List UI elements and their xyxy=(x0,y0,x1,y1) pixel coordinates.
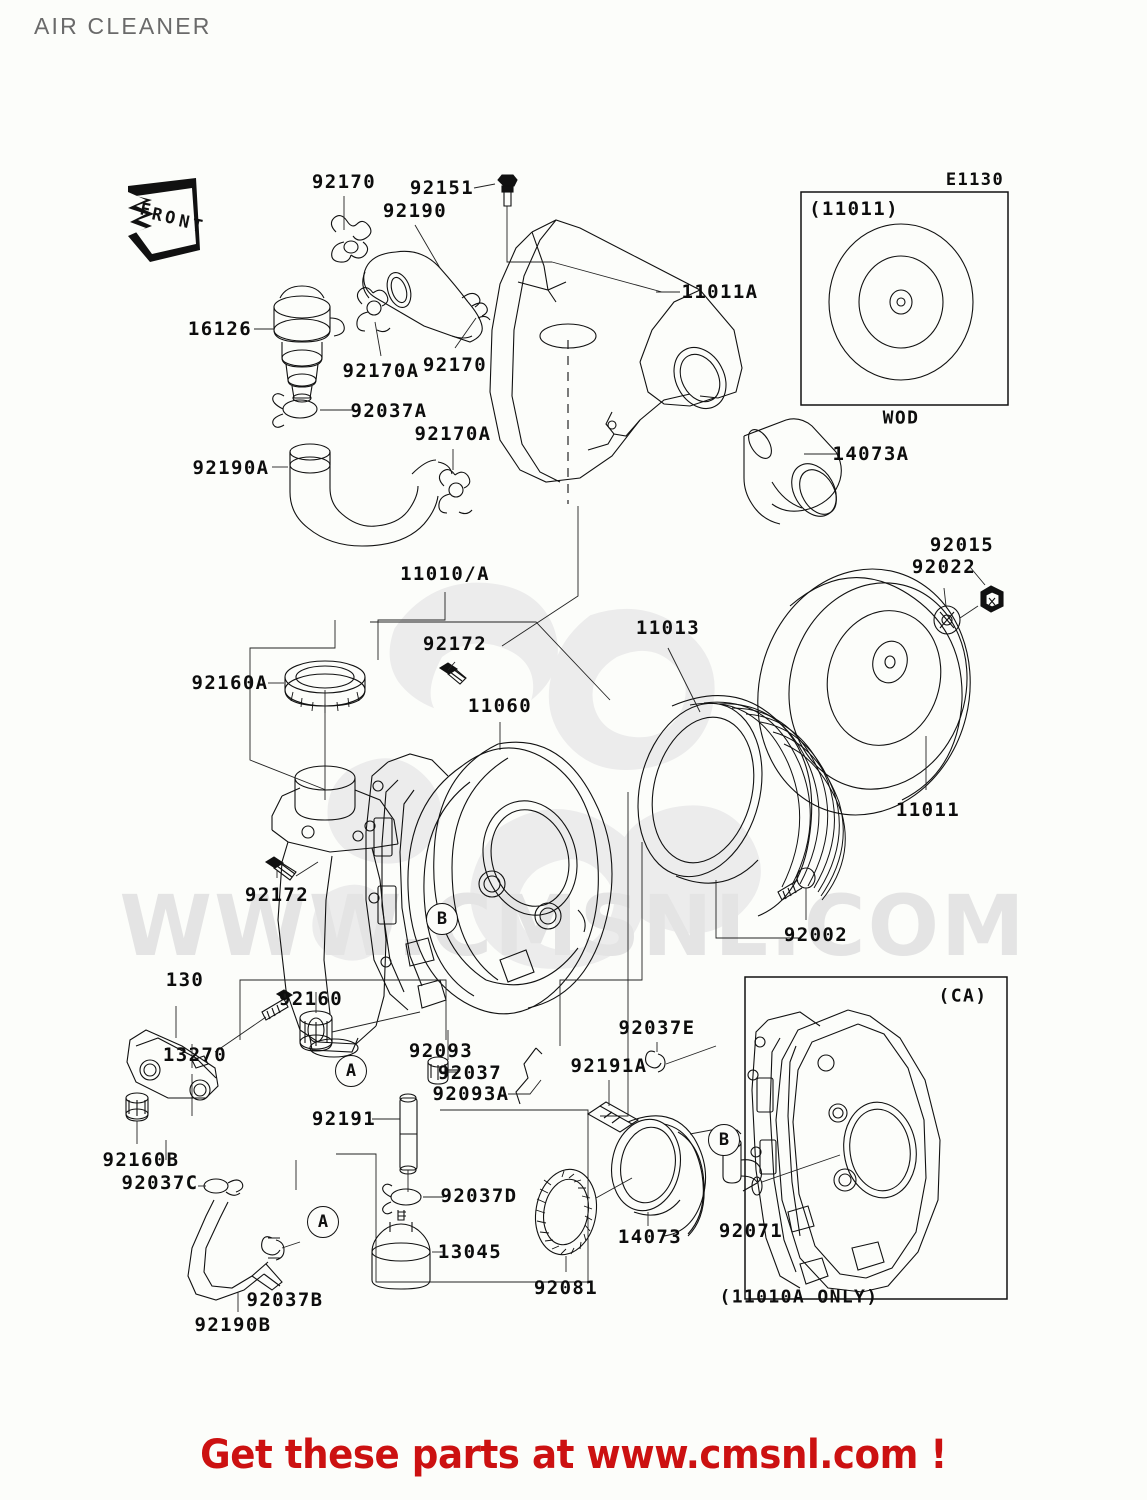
leader-11011A xyxy=(551,261,663,293)
callout-13045: 13045 xyxy=(437,1241,503,1263)
callout-92170: 92170 xyxy=(422,354,488,376)
ref-bubble-b-3: B xyxy=(708,1124,740,1156)
ref-bubble-a-0: A xyxy=(335,1055,367,1087)
callout-92037: 92037 xyxy=(437,1062,503,1084)
callout-92172: 92172 xyxy=(422,633,488,655)
callout-130: 130 xyxy=(165,969,205,991)
part-92170-clamp-top xyxy=(330,215,372,263)
callout-13270: 13270 xyxy=(162,1044,228,1066)
part-16126-valve xyxy=(273,285,345,403)
part-92037E-clip xyxy=(645,1050,666,1073)
part-92037A-grommet xyxy=(272,393,318,428)
part-130-screw xyxy=(261,989,294,1021)
part-92172-bolt-left xyxy=(264,856,297,881)
part-13045-canister xyxy=(371,1210,431,1290)
part-92081-ring xyxy=(534,1168,598,1256)
part-92191-tube xyxy=(399,1093,418,1175)
leader-lines xyxy=(165,506,800,1283)
callout-92190b: 92190B xyxy=(194,1314,272,1336)
front-direction-arrow: F R O N T xyxy=(128,178,204,262)
part-92151-screw xyxy=(497,174,518,207)
part-11013-element xyxy=(637,695,846,917)
callout-92037c: 92037C xyxy=(121,1172,199,1194)
callout-92037a: 92037A xyxy=(350,400,428,422)
svg-text:O: O xyxy=(163,207,177,229)
svg-text:F: F xyxy=(138,199,152,221)
callout-92015: 92015 xyxy=(929,534,995,556)
callout-92037e: 92037E xyxy=(618,1017,696,1039)
inset-part-11011: (11011) xyxy=(809,198,899,220)
part-92093-clip xyxy=(427,1056,458,1085)
inset-caption-wod: WOD xyxy=(882,407,920,429)
inset-bottom-right xyxy=(722,976,1008,1300)
parts-diagram: WWW.CMSNL.COM F R O N T xyxy=(119,174,1026,1312)
callout-92022: 92022 xyxy=(911,556,977,578)
part-92170A-clamp-mid xyxy=(356,287,391,333)
callout-92191a: 92191A xyxy=(570,1055,648,1077)
callout-92191: 92191 xyxy=(311,1108,377,1130)
callout-92190: 92190 xyxy=(382,200,448,222)
part-92015-nut xyxy=(980,585,1004,613)
callout-14073: 14073 xyxy=(617,1226,683,1248)
footer-promo: Get these parts at www.cmsnl.com ! xyxy=(200,1432,947,1478)
callout-92170a: 92170A xyxy=(414,423,492,445)
part-92191A-connector xyxy=(586,1101,640,1133)
part-92093A-wire xyxy=(515,1047,543,1105)
inset-note-11010a-only: (11010A ONLY) xyxy=(719,1286,879,1308)
callout-11013: 11013 xyxy=(635,617,701,639)
page-title: AIR CLEANER xyxy=(34,13,212,39)
callout-92160a: 92160A xyxy=(191,672,269,694)
part-13270-bracket xyxy=(126,1029,219,1101)
part-92022-washer xyxy=(933,605,961,635)
part-11011A-housing xyxy=(489,219,743,504)
part-11011-cover xyxy=(757,568,971,816)
callout-92160b: 92160B xyxy=(102,1149,180,1171)
part-11060-gasket xyxy=(433,741,613,1009)
inset-top-right xyxy=(800,191,1009,406)
callout-11010-a: 11010/A xyxy=(400,563,490,585)
part-14073A-element xyxy=(743,418,842,525)
part-14073-element-bottom xyxy=(611,1115,707,1237)
part-92170-clamp-right xyxy=(461,292,491,321)
callout-92037b: 92037B xyxy=(246,1289,324,1311)
part-92037C-clamp xyxy=(203,1178,244,1196)
part-92037B-clip xyxy=(261,1236,285,1261)
callout-16126: 16126 xyxy=(187,318,253,340)
callout-14073a: 14073A xyxy=(832,443,910,465)
callout-92093: 92093 xyxy=(408,1040,474,1062)
part-92037D-grommet xyxy=(382,1183,422,1215)
callout-92002: 92002 xyxy=(783,924,849,946)
callout-92037d: 92037D xyxy=(440,1185,518,1207)
ref-bubble-b-2: B xyxy=(426,903,458,935)
svg-text:T: T xyxy=(190,215,204,237)
part-92190B-hose xyxy=(187,1199,283,1301)
callout-92170: 92170 xyxy=(311,171,377,193)
part-92170A-clamp-right xyxy=(438,469,473,515)
part-92172-bolt-top xyxy=(438,662,467,685)
callout-92190a: 92190A xyxy=(192,457,270,479)
svg-text:N: N xyxy=(177,211,191,233)
callout-92071: 92071 xyxy=(718,1220,784,1242)
callout-92170a: 92170A xyxy=(342,360,420,382)
part-92190A-hose xyxy=(289,443,453,547)
callout-92172: 92172 xyxy=(244,884,310,906)
callout-11060: 11060 xyxy=(467,695,533,717)
watermark-text: WWW.CMSNL.COM xyxy=(119,877,1026,975)
callout-92160: 92160 xyxy=(278,988,344,1010)
callout-92093a: 92093A xyxy=(432,1083,510,1105)
callout-11011a: 11011A xyxy=(681,281,759,303)
callout-11011: 11011 xyxy=(895,799,961,821)
part-92160-nut xyxy=(299,1010,333,1052)
callout-92081: 92081 xyxy=(533,1277,599,1299)
ref-bubble-a-1: A xyxy=(307,1206,339,1238)
callout-92151: 92151 xyxy=(409,177,475,199)
inset-market-ca: (CA) xyxy=(938,985,988,1007)
part-92160B-nut xyxy=(125,1092,149,1122)
inset-code-e1130: E1130 xyxy=(945,170,1005,190)
